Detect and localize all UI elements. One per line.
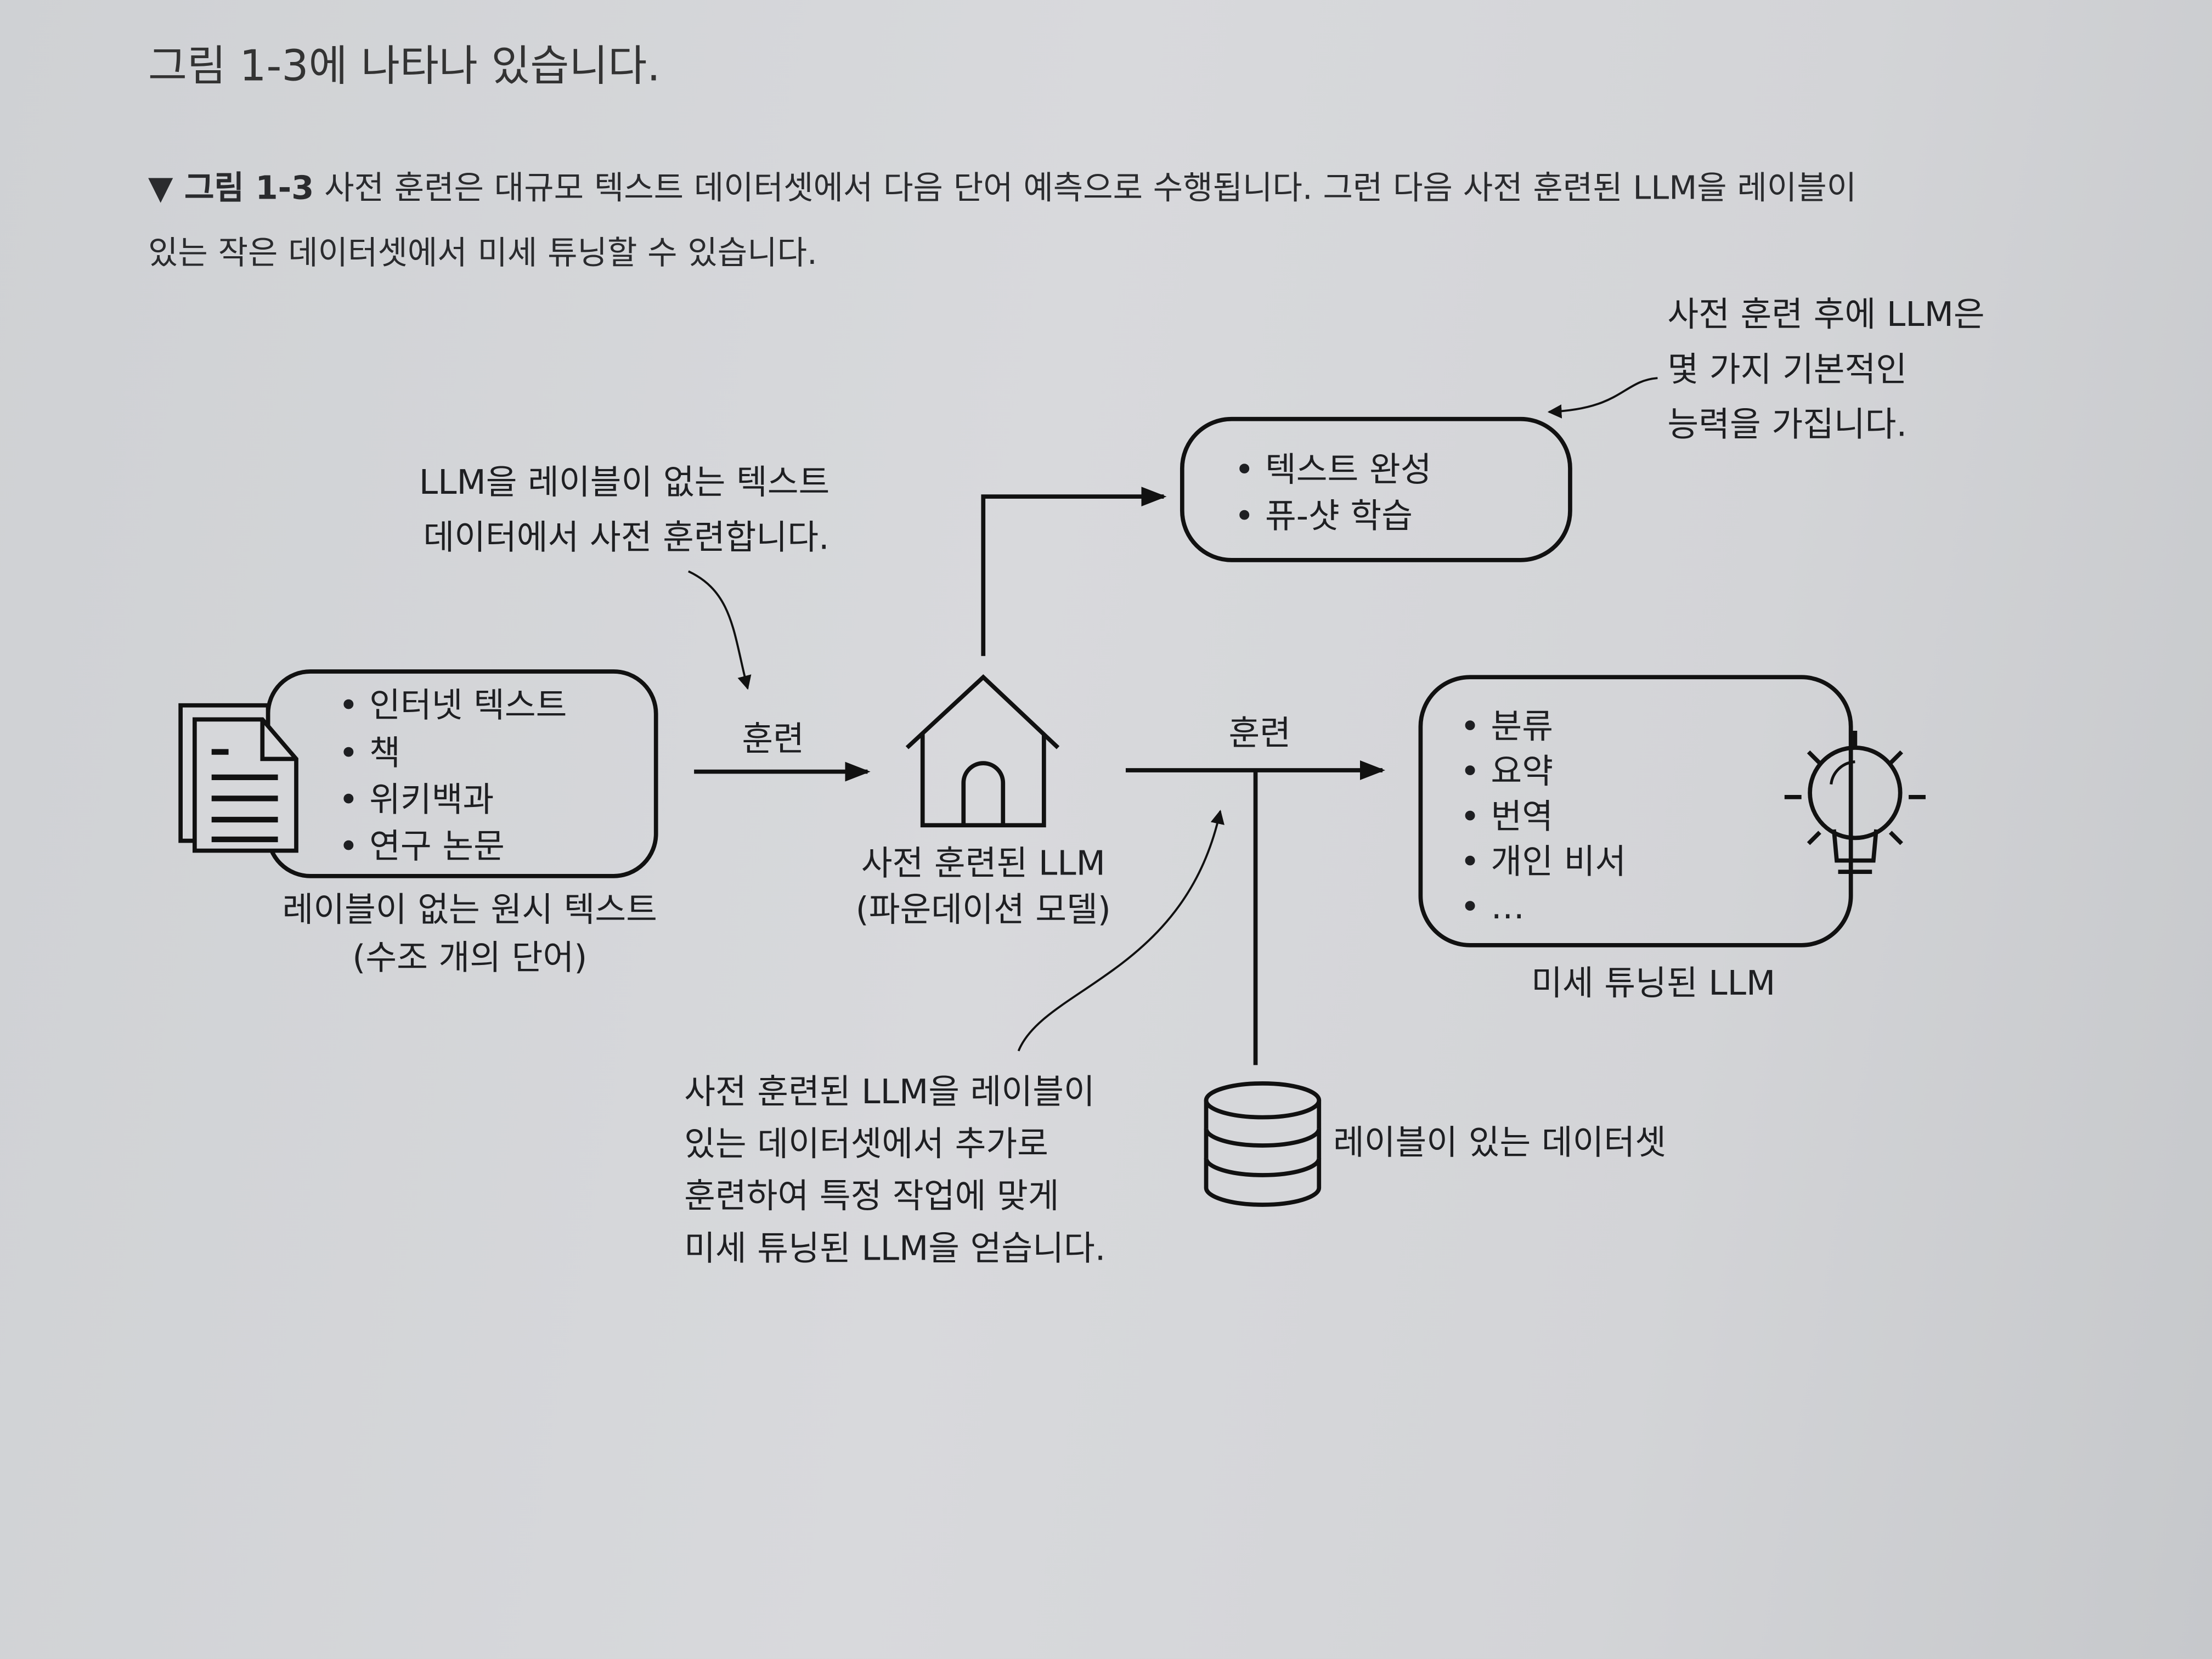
raw-text-item: • 위키백과	[338, 780, 494, 820]
intro-text: 그림 1-3에 나타나 있습니다.	[148, 42, 661, 92]
pretrain-note-line: 데이터에서 사전 훈련합니다.	[423, 517, 830, 557]
finetuned-item: • 개인 비서	[1460, 842, 1627, 882]
raw-text-caption: 레이블이 없는 원시 텍스트	[282, 890, 657, 930]
finetuned-box	[1418, 675, 1853, 947]
capabilities-note-line: 몇 가지 기본적인	[1667, 349, 1908, 390]
capabilities-note-pointer	[1547, 377, 1658, 419]
capability-item: • 퓨-샷 학습	[1234, 496, 1413, 537]
train-label-2: 훈련	[1228, 714, 1291, 754]
database-icon	[1204, 1081, 1322, 1207]
document-icon	[178, 703, 298, 853]
finetune-note-line: 미세 튜닝된 LLM을 얻습니다.	[684, 1228, 1106, 1268]
finetuned-item: • …	[1460, 887, 1525, 927]
pretrain-note-pointer	[688, 570, 752, 690]
finetuned-item: • 분류	[1460, 707, 1553, 747]
pretrain-note-line: LLM을 레이블이 없는 텍스트	[419, 462, 830, 503]
foundation-model-label: 사전 훈련된 LLM	[861, 843, 1105, 883]
figure-marker: ▼ 그림 1-3	[148, 171, 314, 207]
lightbulb-icon	[1784, 730, 1926, 874]
capabilities-box	[1180, 416, 1572, 562]
labeled-dataset-label: 레이블이 있는 데이터셋	[1333, 1122, 1666, 1163]
raw-text-item: • 인터넷 텍스트	[338, 685, 567, 725]
raw-text-item: • 연구 논문	[338, 826, 505, 866]
capabilities-note-line: 사전 훈련 후에 LLM은	[1667, 295, 1985, 335]
finetuned-item: • 요약	[1460, 752, 1553, 792]
finetuned-item: • 번역	[1460, 797, 1553, 837]
finetune-note-line: 훈련하여 특정 작업에 맞게	[684, 1176, 1059, 1216]
house-icon	[905, 674, 1060, 828]
capability-arrow	[981, 487, 1167, 656]
foundation-model-sub: (파운데이션 모델)	[855, 890, 1111, 930]
capability-item: • 텍스트 완성	[1234, 450, 1432, 490]
finetune-note-line: 사전 훈련된 LLM을 레이블이	[684, 1072, 1095, 1112]
finetune-note-line: 있는 데이터셋에서 추가로	[684, 1124, 1048, 1164]
finetuned-caption: 미세 튜닝된 LLM	[1531, 963, 1776, 1003]
finetune-note-pointer	[1017, 810, 1224, 1052]
train-label-1: 훈련	[742, 719, 804, 759]
caption-text: 사전 훈련은 대규모 텍스트 데이터셋에서 다음 단어 예측으로 수행됩니다. …	[324, 171, 1857, 207]
figure-caption-line2: 있는 작은 데이터셋에서 미세 튜닝할 수 있습니다.	[148, 235, 817, 273]
capabilities-note-line: 능력을 가집니다.	[1667, 404, 1908, 444]
raw-text-caption-sub: (수조 개의 단어)	[352, 938, 588, 978]
raw-text-item: • 책	[338, 733, 400, 774]
figure-caption-line1: ▼ 그림 1-3 사전 훈련은 대규모 텍스트 데이터셋에서 다음 단어 예측으…	[148, 161, 1857, 208]
